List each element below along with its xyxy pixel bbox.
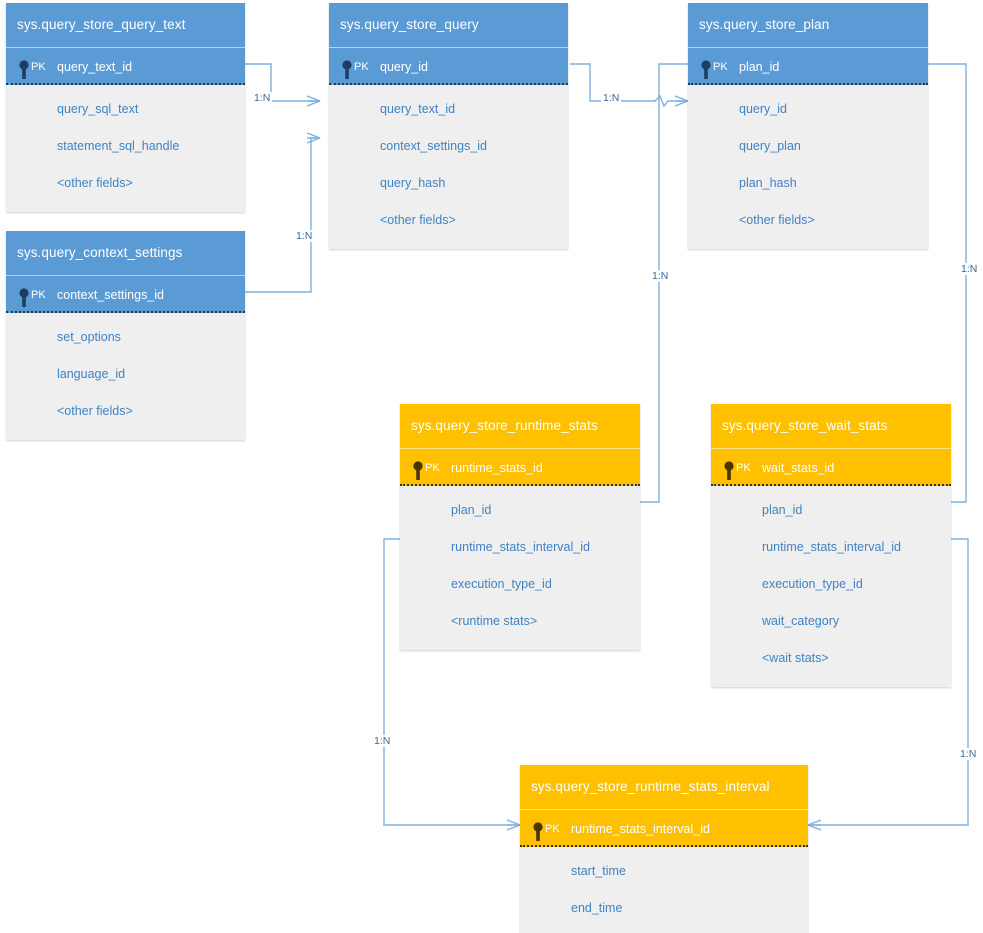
field: query_hash <box>380 176 446 190</box>
field: query_plan <box>739 139 801 153</box>
field: wait_category <box>762 614 840 628</box>
crowsfoot-interval-to-runtime-stats <box>506 819 521 831</box>
pk-badge: PK <box>713 61 728 73</box>
entity-fields: query_sql_text statement_sql_handle <oth… <box>6 85 245 212</box>
field: query_id <box>739 102 787 116</box>
entity-query-store-plan[interactable]: sys.query_store_plan PK plan_id query_id… <box>688 3 928 249</box>
entity-pk-row[interactable]: PK runtime_stats_id <box>400 448 640 486</box>
entity-fields: query_id query_plan plan_hash <other fie… <box>688 85 928 249</box>
entity-pk-row[interactable]: PK wait_stats_id <box>711 448 951 486</box>
entity-fields: start_time end_time <box>520 847 808 933</box>
entity-pk-row[interactable]: PK query_id <box>329 47 568 85</box>
field: <other fields> <box>380 213 456 227</box>
field: <wait stats> <box>762 651 829 665</box>
pk-field-name: plan_id <box>739 60 780 74</box>
pk-badge: PK <box>354 61 369 73</box>
entity-pk-row[interactable]: PK plan_id <box>688 47 928 85</box>
pk-field-name: query_text_id <box>57 60 133 74</box>
entity-title: sys.query_store_runtime_stats_interval <box>520 765 808 809</box>
entity-query-store-query[interactable]: sys.query_store_query PK query_id query_… <box>329 3 568 249</box>
field: plan_id <box>762 503 803 517</box>
field: start_time <box>571 864 626 878</box>
entity-title: sys.query_store_runtime_stats <box>400 404 640 448</box>
field: language_id <box>57 367 126 381</box>
crowsfoot-query-text-to-query <box>306 95 321 107</box>
entity-fields: plan_id runtime_stats_interval_id execut… <box>711 486 951 687</box>
entity-pk-row[interactable]: PK context_settings_id <box>6 275 245 313</box>
rel-label-plan-wait-stats: 1:N <box>959 263 980 275</box>
rel-label-interval-wait-stats: 1:N <box>958 748 979 760</box>
field: statement_sql_handle <box>57 139 180 153</box>
entity-pk-row[interactable]: PK runtime_stats_interval_id <box>520 809 808 847</box>
field: query_text_id <box>380 102 456 116</box>
pk-badge: PK <box>425 462 440 474</box>
pk-badge: PK <box>545 823 560 835</box>
field: <other fields> <box>739 213 815 227</box>
connector-context-settings-to-query <box>245 137 320 293</box>
crowsfoot-query-to-plan <box>674 95 689 107</box>
entity-query-store-runtime-stats[interactable]: sys.query_store_runtime_stats PK runtime… <box>400 404 640 650</box>
pk-field-name: wait_stats_id <box>762 461 835 475</box>
key-icon <box>532 819 544 841</box>
entity-fields: set_options language_id <other fields> <box>6 313 245 440</box>
pk-field-name: query_id <box>380 60 428 74</box>
field: runtime_stats_interval_id <box>762 540 901 554</box>
entity-pk-row[interactable]: PK query_text_id <box>6 47 245 85</box>
key-icon <box>18 285 30 307</box>
entity-title: sys.query_store_wait_stats <box>711 404 951 448</box>
field: execution_type_id <box>762 577 863 591</box>
field: execution_type_id <box>451 577 552 591</box>
field: query_sql_text <box>57 102 139 116</box>
rel-label-context-settings-query: 1:N <box>294 230 315 242</box>
field: plan_id <box>451 503 492 517</box>
pk-badge: PK <box>31 61 46 73</box>
field: end_time <box>571 901 623 915</box>
field: <other fields> <box>57 404 133 418</box>
field: context_settings_id <box>380 139 488 153</box>
entity-title: sys.query_store_plan <box>688 3 928 47</box>
entity-title: sys.query_store_query_text <box>6 3 245 47</box>
field: <runtime stats> <box>451 614 538 628</box>
crowsfoot-interval-to-wait-stats <box>807 819 822 831</box>
key-icon <box>723 458 735 480</box>
connector-query-to-plan <box>570 63 688 108</box>
entity-title: sys.query_store_query <box>329 3 568 47</box>
pk-field-name: runtime_stats_id <box>451 461 543 475</box>
entity-title: sys.query_context_settings <box>6 231 245 275</box>
pk-badge: PK <box>31 289 46 301</box>
entity-query-store-runtime-stats-interval[interactable]: sys.query_store_runtime_stats_interval P… <box>520 765 808 933</box>
entity-fields: query_text_id context_settings_id query_… <box>329 85 568 249</box>
field: plan_hash <box>739 176 797 190</box>
pk-field-name: runtime_stats_interval_id <box>571 822 710 836</box>
rel-label-query-plan: 1:N <box>601 92 622 104</box>
pk-field-name: context_settings_id <box>57 288 165 302</box>
field: <other fields> <box>57 176 133 190</box>
entity-query-store-wait-stats[interactable]: sys.query_store_wait_stats PK wait_stats… <box>711 404 951 687</box>
key-icon <box>341 57 353 79</box>
rel-label-query-text-query: 1:N <box>252 92 273 104</box>
pk-badge: PK <box>736 462 751 474</box>
rel-label-plan-runtime-stats: 1:N <box>650 270 671 282</box>
entity-fields: plan_id runtime_stats_interval_id execut… <box>400 486 640 650</box>
rel-label-interval-runtime-stats: 1:N <box>372 735 393 747</box>
connector-plan-to-runtime-stats <box>640 63 688 503</box>
field: set_options <box>57 330 121 344</box>
crowsfoot-context-settings-to-query <box>306 132 321 144</box>
key-icon <box>412 458 424 480</box>
key-icon <box>700 57 712 79</box>
key-icon <box>18 57 30 79</box>
entity-query-store-query-text[interactable]: sys.query_store_query_text PK query_text… <box>6 3 245 212</box>
field: runtime_stats_interval_id <box>451 540 590 554</box>
entity-query-context-settings[interactable]: sys.query_context_settings PK context_se… <box>6 231 245 440</box>
